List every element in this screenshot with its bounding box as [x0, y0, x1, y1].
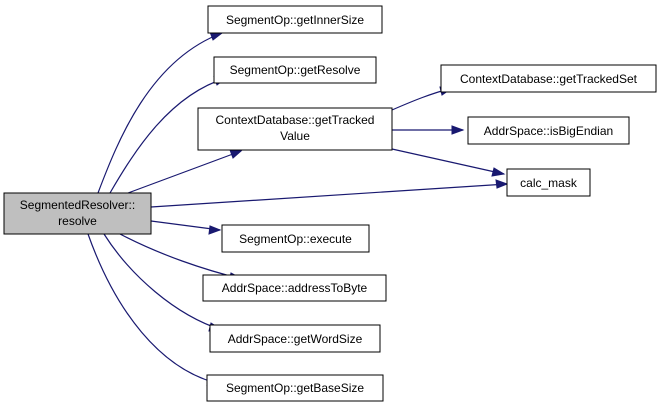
node-contextdatabase-gettrackedvalue-label-1: ContextDatabase::getTracked: [216, 113, 375, 127]
edge-resolve-to-getbasesize: [87, 233, 222, 386]
node-segmentop-getbasesize[interactable]: SegmentOp::getBaseSize: [206, 374, 384, 402]
edge-gettrackedvalue-to-calcmask: [391, 148, 506, 177]
node-segmentop-getinnersize[interactable]: SegmentOp::getInnerSize: [207, 5, 383, 34]
node-contextdatabase-gettrackedvalue-label-2: Value: [280, 129, 310, 143]
node-contextdatabase-gettrackedset-label: ContextDatabase::getTrackedSet: [460, 72, 638, 86]
node-segmentop-execute[interactable]: SegmentOp::execute: [221, 224, 370, 253]
edge-resolve-to-execute: [150, 220, 222, 235]
node-segmentop-getbasesize-label: SegmentOp::getBaseSize: [226, 381, 364, 395]
node-segmentedresolver-resolve-label-1: SegmentedResolver::: [20, 198, 135, 212]
node-addrspace-isbigendian[interactable]: AddrSpace::isBigEndian: [467, 116, 630, 145]
node-contextdatabase-gettrackedset[interactable]: ContextDatabase::getTrackedSet: [440, 64, 657, 93]
node-segmentop-getresolve[interactable]: SegmentOp::getResolve: [213, 56, 377, 84]
node-segmentop-getinnersize-label: SegmentOp::getInnerSize: [226, 13, 364, 27]
node-addrspace-addresstobyte[interactable]: AddrSpace::addressToByte: [202, 274, 387, 302]
node-segmentop-execute-label: SegmentOp::execute: [239, 232, 352, 246]
node-calc-mask[interactable]: calc_mask: [506, 168, 591, 197]
node-addrspace-getwordsize[interactable]: AddrSpace::getWordSize: [209, 324, 381, 353]
edge-resolve-to-calcmask: [150, 179, 509, 208]
node-segmentedresolver-resolve-label-2: resolve: [58, 214, 97, 228]
node-segmentedresolver-resolve[interactable]: SegmentedResolver:: resolve: [3, 192, 152, 235]
node-addrspace-isbigendian-label: AddrSpace::isBigEndian: [484, 124, 613, 138]
node-addrspace-getwordsize-label: AddrSpace::getWordSize: [228, 332, 363, 346]
edge-resolve-to-gettrackedvalue: [127, 149, 243, 194]
edge-gettrackedvalue-to-isbigendian: [392, 125, 465, 135]
node-addrspace-addresstobyte-label: AddrSpace::addressToByte: [222, 281, 368, 295]
node-segmentop-getresolve-label: SegmentOp::getResolve: [230, 63, 361, 77]
node-calc-mask-label: calc_mask: [520, 176, 578, 190]
node-contextdatabase-gettrackedvalue[interactable]: ContextDatabase::getTracked Value: [197, 107, 393, 151]
